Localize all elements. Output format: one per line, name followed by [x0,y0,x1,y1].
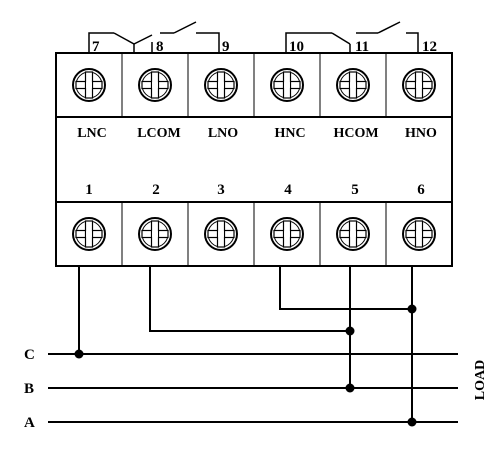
terminal-number-8: 8 [156,39,164,55]
junction-dots [74,304,417,427]
relay-switch-icon [88,21,419,53]
screw-terminal-icon [204,217,238,251]
terminal-number-11: 11 [355,39,369,55]
screw-terminal-icon [72,217,106,251]
junction-dot-icon [407,417,417,427]
wire-terminal-4 [279,266,412,310]
phase-label-c: C [24,347,35,363]
load-label: LOAD [473,360,488,400]
terminal-label-lno: LNO [208,126,238,141]
terminal-number-4: 4 [284,182,292,198]
phase-label-b: B [24,381,34,397]
phase-label-a: A [24,415,35,431]
screw-terminal-icon [402,217,436,251]
junction-dot-icon [74,349,84,359]
terminal-number-10: 10 [289,39,304,55]
terminal-number-5: 5 [351,182,359,198]
terminal-label-hno: HNO [405,126,437,141]
phase-lines [48,353,458,423]
junction-dot-icon [345,326,355,336]
top-terminal-block [56,53,452,118]
top-screws [72,68,436,102]
screw-terminal-icon [402,68,436,102]
terminal-number-9: 9 [222,39,230,55]
screw-terminal-icon [204,68,238,102]
terminal-number-1: 1 [85,182,93,198]
terminal-label-lcom: LCOM [137,126,181,141]
screw-terminal-icon [138,217,172,251]
screw-terminal-icon [336,217,370,251]
junction-dot-icon [345,383,355,393]
terminal-number-3: 3 [217,182,225,198]
screw-terminal-icon [270,217,304,251]
terminal-number-7: 7 [92,39,100,55]
screw-terminal-icon [336,68,370,102]
terminal-number-12: 12 [422,39,437,55]
terminal-label-hnc: HNC [274,126,305,141]
bottom-terminal-block [56,201,452,266]
terminal-number-6: 6 [417,182,425,198]
junction-dot-icon [407,304,417,314]
wire-terminal-2 [149,266,350,332]
terminal-label-lnc: LNC [77,126,107,141]
screw-terminal-icon [270,68,304,102]
bottom-screws [72,217,436,251]
screw-terminal-icon [138,68,172,102]
terminal-label-hcom: HCOM [333,126,378,141]
wires [78,266,413,422]
screw-terminal-icon [72,68,106,102]
terminal-number-2: 2 [152,182,160,198]
